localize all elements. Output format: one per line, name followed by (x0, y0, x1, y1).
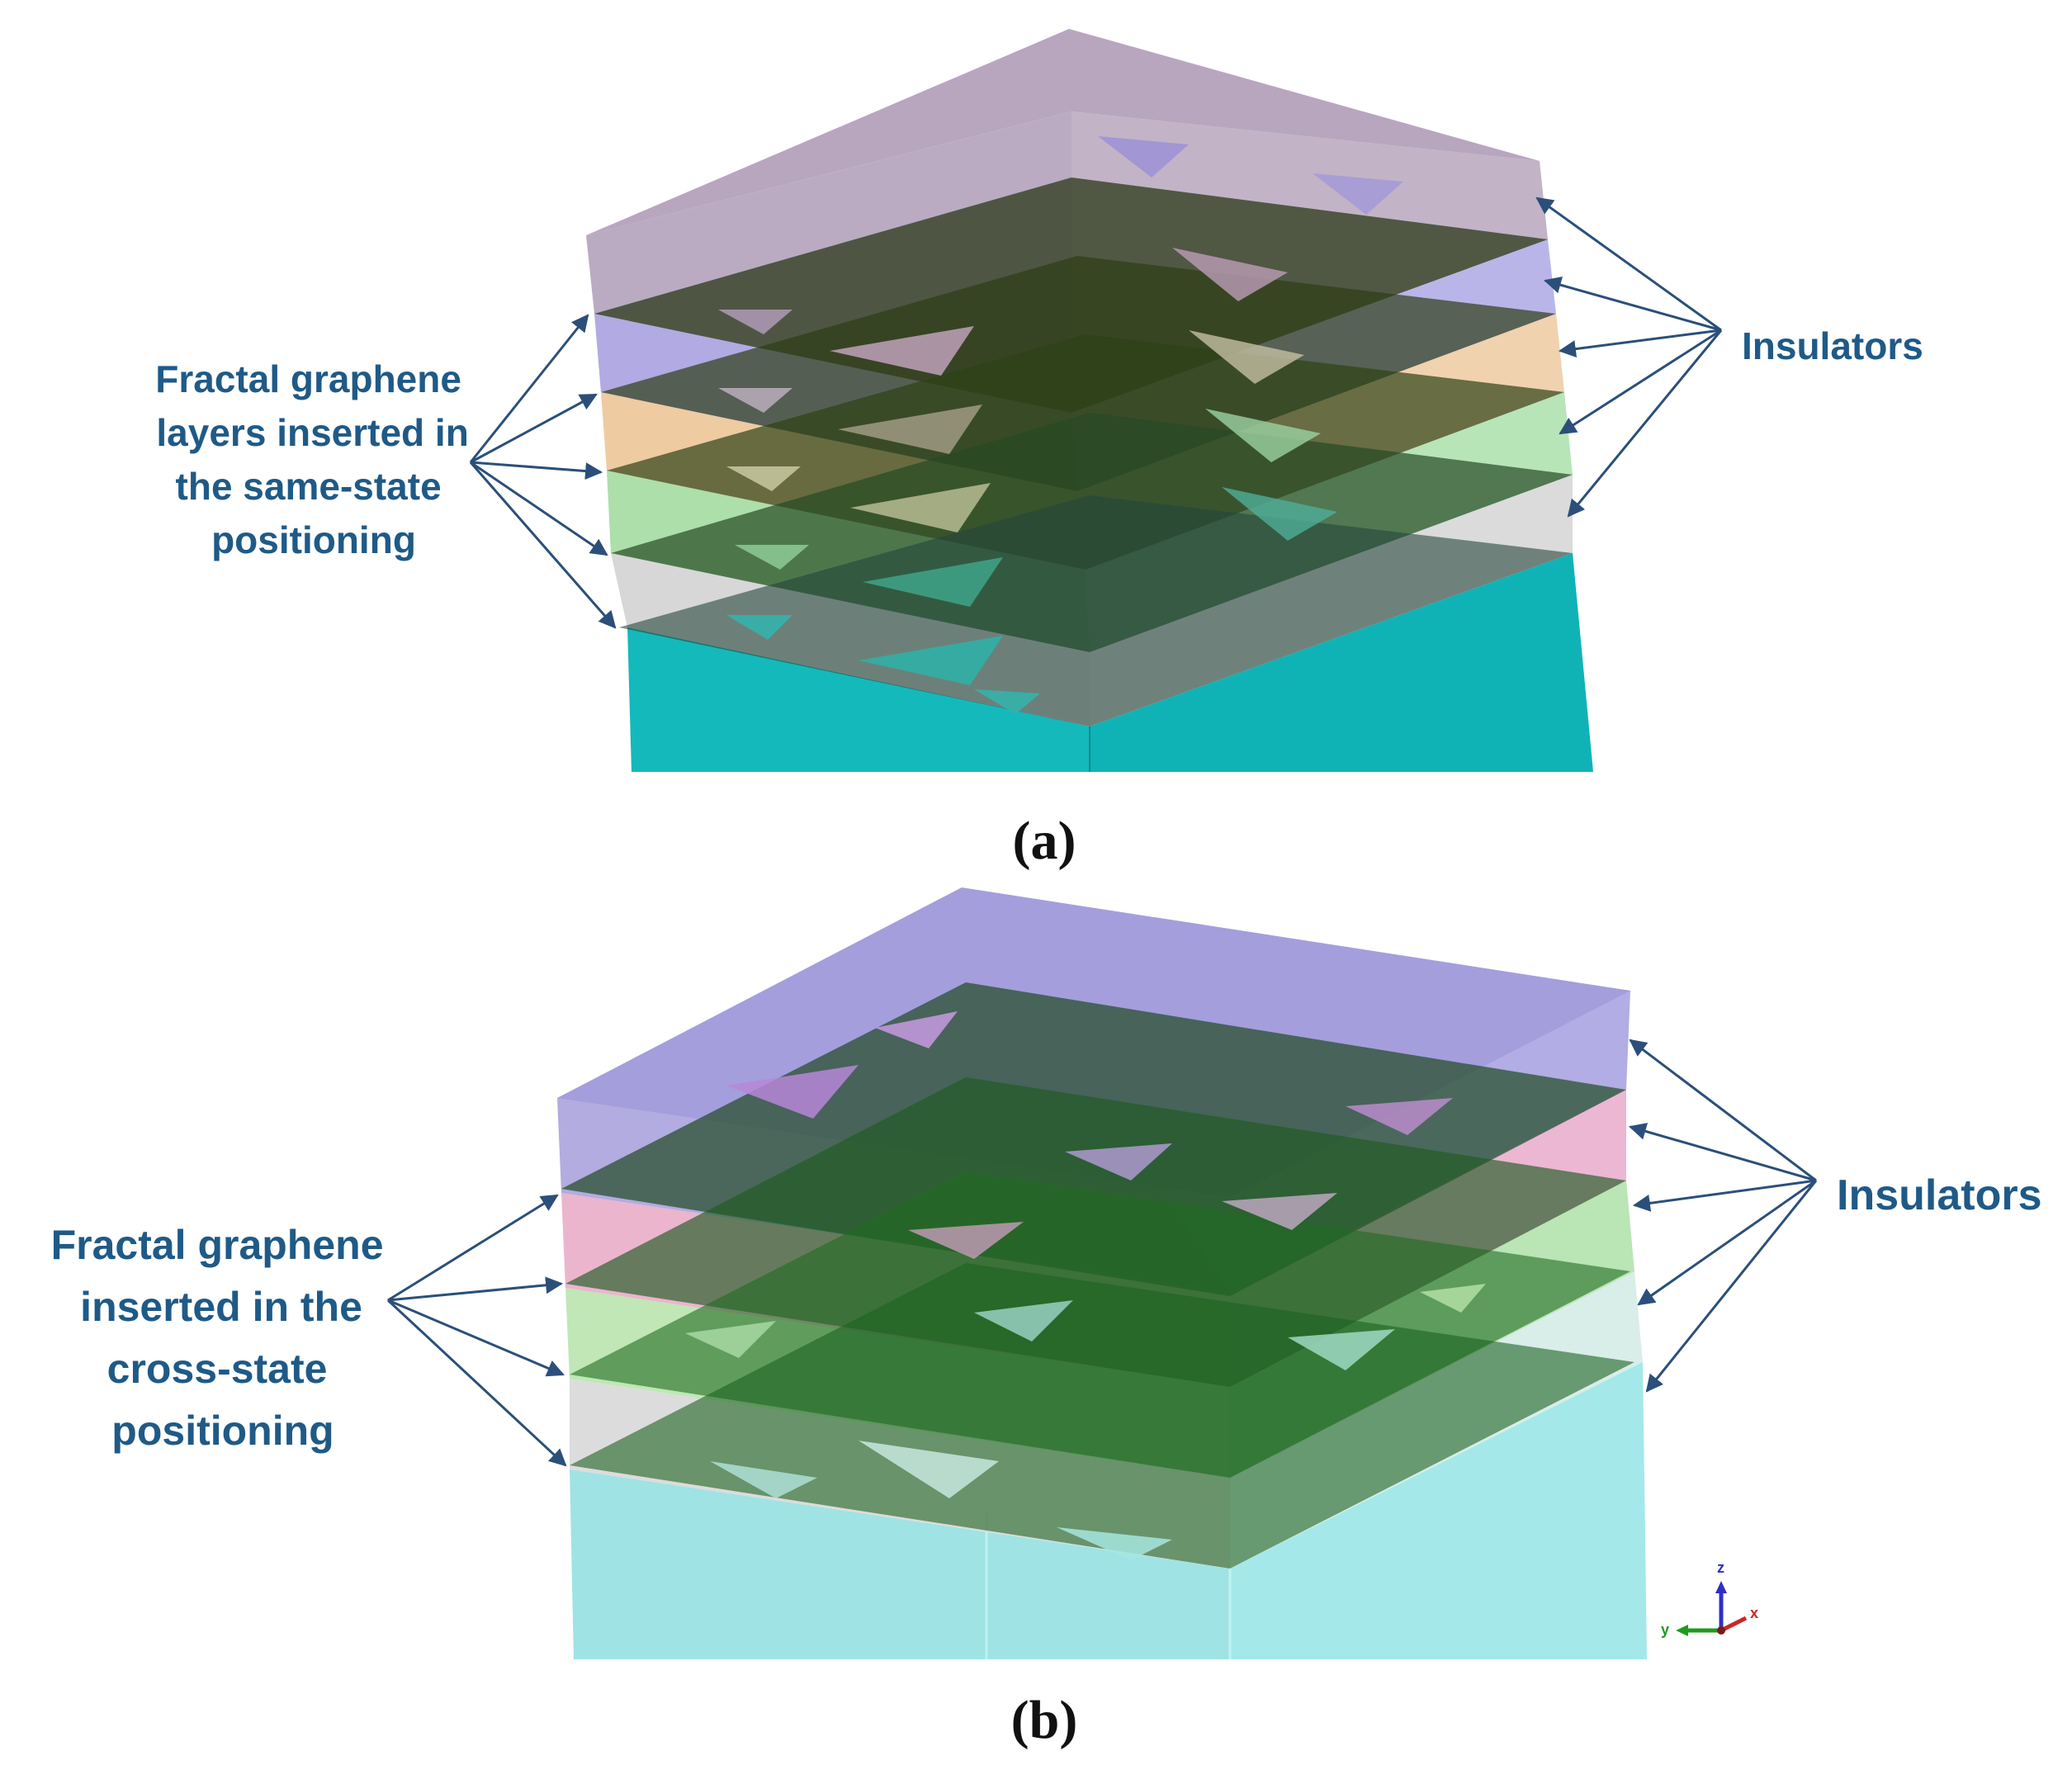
fractal-hole (1222, 1193, 1337, 1230)
arrow (470, 393, 598, 464)
arrow (1632, 1179, 1817, 1212)
fractal-hole (1222, 487, 1337, 541)
fractal-hole (1172, 248, 1288, 301)
graphene-layers-a (594, 136, 1573, 726)
panel-b-right-arrows (1628, 1039, 1818, 1393)
fractal-hole (1065, 1143, 1172, 1181)
panel-b-left-label-line3: cross-state (107, 1346, 328, 1392)
x-axis-label: x (1750, 1605, 1758, 1621)
panel-a-left-label-line3: the same-state (176, 465, 442, 508)
arrow (387, 1194, 559, 1302)
fractal-hole (726, 1065, 859, 1119)
arrow (470, 461, 603, 480)
panel-b: Fractal graphene inserted in the cross-s… (51, 887, 2042, 1750)
arrow (1535, 196, 1722, 332)
fractal-hole (685, 1321, 776, 1358)
top-cap (586, 29, 1540, 235)
panel-b-left-label-line1: Fractal graphene (51, 1222, 384, 1268)
axis-origin (1717, 1626, 1725, 1635)
arrow (387, 1299, 565, 1377)
fractal-hole (859, 1441, 999, 1498)
fractal-hole (908, 1222, 1024, 1259)
arrow (1567, 329, 1723, 518)
arrow (1558, 329, 1722, 358)
arrow (1543, 277, 1722, 332)
arrow (1629, 1039, 1817, 1182)
fractal-hole (1098, 136, 1189, 177)
arrow (1637, 1179, 1817, 1306)
arrow (469, 461, 617, 629)
x-axis (1720, 1616, 1748, 1633)
axis-triad: z y x (1661, 1559, 1758, 1638)
y-axis-label: y (1661, 1621, 1669, 1638)
fractal-hole (735, 545, 809, 570)
fractal-hole (1057, 1527, 1172, 1560)
fractal-hole (875, 1011, 958, 1048)
fractal-hole (859, 636, 1003, 685)
arrow (1559, 329, 1722, 435)
substrate-left-face (627, 627, 1090, 772)
fractal-hole (1189, 330, 1304, 384)
panel-a-right-arrows (1535, 196, 1723, 518)
fractal-hole (974, 1300, 1073, 1342)
fractal-hole (718, 388, 792, 413)
panel-b-3d-stack (557, 887, 1647, 1659)
panel-a-left-arrows (469, 314, 617, 629)
panel-a-left-label-line2: layers inserted in (156, 411, 468, 454)
fractal-hole (838, 405, 982, 454)
arrow (387, 1276, 564, 1302)
fractal-hole (710, 1461, 817, 1498)
fractal-hole (850, 483, 991, 532)
panel-b-left-label-line2: inserted in the (80, 1284, 362, 1330)
arrow (469, 314, 589, 463)
fractal-hole (863, 557, 1003, 607)
graphene-layers-b (561, 982, 1634, 1569)
arrow (1628, 1123, 1817, 1182)
arrow (1645, 1180, 1818, 1393)
y-axis-arrowhead (1676, 1625, 1688, 1636)
panel-b-right-label: Insulators (1837, 1171, 2042, 1219)
fractal-hole (1288, 1329, 1395, 1370)
z-axis-label: z (1717, 1559, 1724, 1576)
fractal-hole (726, 466, 801, 491)
fractal-hole (974, 689, 1040, 714)
panel-a-left-label: Fractal graphene layers inserted in the … (155, 357, 479, 561)
z-axis-arrowhead (1715, 1581, 1727, 1593)
substrate-right-face (1090, 553, 1593, 772)
fractal-hole (1420, 1284, 1486, 1313)
arrow (386, 1299, 567, 1467)
panel-b-left-label-line4: positioning (111, 1408, 334, 1454)
panel-a-right-label: Insulators (1742, 324, 1923, 367)
panel-b-left-arrows (386, 1194, 567, 1467)
fractal-hole (718, 310, 792, 334)
panel-a-left-label-line4: positioning (211, 518, 416, 561)
arrow (470, 461, 608, 556)
panel-b-caption: (b) (1011, 1690, 1078, 1750)
panel-a: Fractal graphene layers inserted in the … (155, 29, 1923, 871)
substrate-left-face (570, 1469, 1230, 1659)
panel-a-left-label-line1: Fractal graphene (155, 357, 461, 400)
panel-a-3d-stack (586, 29, 1593, 772)
fractal-hole (726, 615, 792, 640)
panel-b-left-label: Fractal graphene inserted in the cross-s… (51, 1222, 395, 1454)
substrate-right-face (1230, 1362, 1647, 1659)
fractal-hole (830, 326, 974, 376)
graphene-sheet-a5 (619, 495, 1573, 726)
fractal-hole (1346, 1098, 1453, 1135)
panel-a-caption: (a) (1013, 811, 1076, 871)
fractal-hole (1205, 409, 1321, 462)
fractal-hole (1313, 173, 1403, 215)
